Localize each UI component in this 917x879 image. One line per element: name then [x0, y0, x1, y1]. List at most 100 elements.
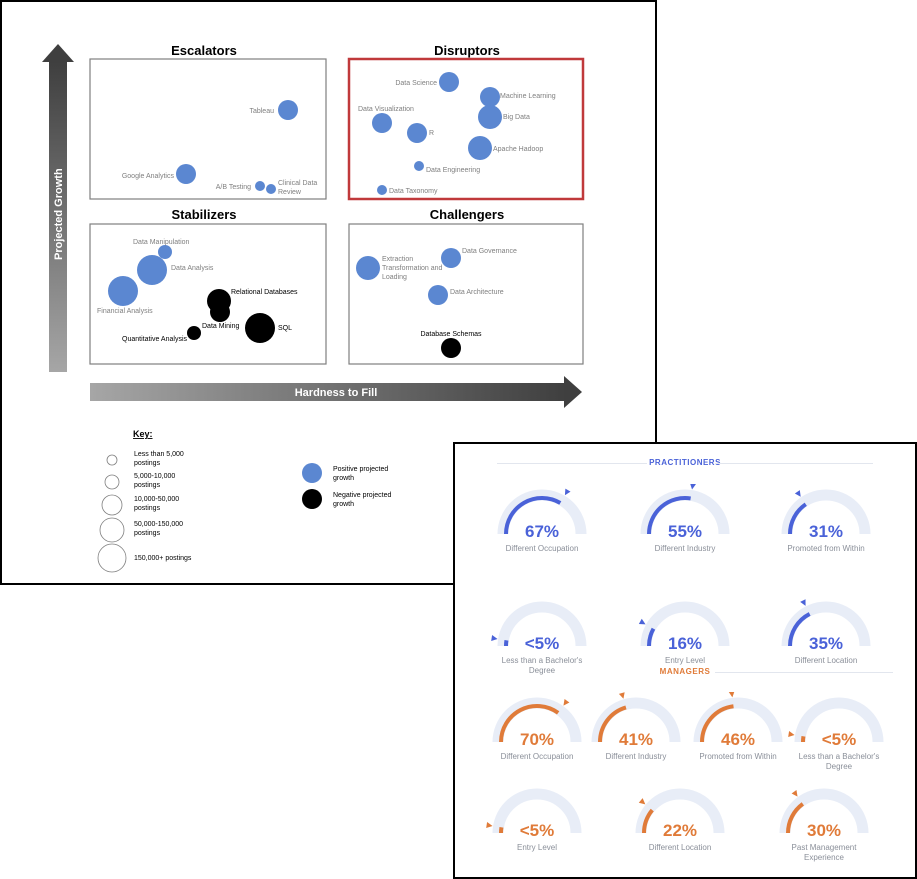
bubble-label-data-taxonomy: Data Taxonomy [389, 188, 438, 195]
bubble-label-relational-databases: Relational Databases [231, 289, 298, 296]
quadrant-title: Disruptors [434, 43, 500, 58]
section-title-managers: MANAGERS [659, 667, 711, 676]
gauge-track [781, 489, 871, 535]
gauge-label: Different Occupation [505, 544, 579, 553]
bubble-clinical-data-review [266, 184, 276, 194]
projected-growth-arrow: Projected Growth [42, 44, 74, 372]
gauge-fill [504, 496, 562, 535]
gauge-managers-different-industry: 41% Different Industry [581, 692, 691, 782]
key-size-circle [101, 494, 123, 516]
gauge-value: <5% [524, 634, 560, 653]
gauge-fill [788, 502, 807, 535]
gauge-dial [497, 488, 587, 535]
gauge-managers-different-occupation: 70%Different Occupation [482, 692, 592, 782]
divider [497, 463, 647, 464]
gauge-dial [635, 788, 725, 834]
hardness-to-fill-arrow: Hardness to Fill [90, 376, 582, 408]
bubble-google-analytics [176, 164, 196, 184]
gauge-dial [640, 484, 730, 535]
bubble-label-database-schemas: Database Schemas [420, 331, 482, 338]
gauge-managers-entry-level: <5% Entry Level [482, 783, 592, 873]
key-size-circle [97, 543, 127, 573]
bubble-label-data-engineering: Data Engineering [426, 167, 480, 174]
gauge-pointer [563, 698, 570, 706]
gauge-managers-past-management-experience: 30%Past Management Experience [769, 783, 879, 873]
gauge-track [591, 697, 681, 743]
bubble-tableau [278, 100, 298, 120]
gauge-pointer [794, 490, 801, 497]
gauge-label: Entry Level [664, 656, 706, 665]
quadrant-box [89, 58, 327, 200]
gauge-track [635, 788, 725, 834]
bubble-label-big-data: Big Data [503, 114, 530, 121]
gauge-practitioners-less-than-a-bachelor-s-degree: <5% Less than a Bachelor's Degree [487, 596, 597, 686]
gauge-fill [788, 612, 811, 647]
gauge-track [497, 601, 587, 647]
gauge-fill [598, 705, 627, 743]
bubble-financial-analysis [108, 276, 138, 306]
bubble-label-data-governance: Data Governance [462, 248, 517, 255]
gauge-value: 55% [667, 522, 703, 541]
gauge-pointer [564, 488, 571, 496]
gauge-track [781, 601, 871, 647]
bubble-label-data-visualization: Data Visualization [358, 106, 414, 113]
gauge-dial [591, 692, 681, 743]
gauge-dial [781, 599, 871, 647]
gauge-value: 67% [524, 522, 560, 541]
gauge-practitioners-entry-level: 16%Entry Level [630, 596, 740, 686]
bubble-label-sql: SQL [278, 325, 292, 332]
gauge-value: <5% [821, 730, 857, 749]
quadrant-box [347, 57, 585, 201]
bubble-data-visualization [372, 113, 392, 133]
divider [715, 463, 873, 464]
gauge-managers-less-than-a-bachelor-s-degree: <5% Less than a Bachelor's Degree [784, 692, 894, 782]
gauge-fill [642, 808, 654, 834]
gauge-label: Entry Level [516, 843, 558, 852]
gauge-label: Different Industry [605, 752, 667, 761]
bubble-apache-hadoop [468, 136, 492, 160]
gauge-practitioners-different-location: 35%Different Location [771, 596, 881, 686]
x-axis-label: Hardness to Fill [295, 387, 378, 399]
gauge-track [492, 697, 582, 743]
gauge-label: Less than a Bachelor's Degree [798, 752, 880, 771]
key-color-swatch [302, 463, 322, 483]
gauge-dial [486, 788, 582, 834]
gauge-practitioners-different-occupation: 67% Different Occupation [487, 484, 597, 574]
gauge-pointer [618, 692, 625, 699]
divider [715, 672, 873, 673]
quadrant-title: Stabilizers [171, 207, 236, 222]
bubble-label-data-analysis: Data Analysis [171, 265, 214, 272]
gauge-value: <5% [519, 821, 555, 840]
bubble-extraction-transformation-and-loading [356, 256, 380, 280]
gauge-fill [647, 496, 691, 535]
key-color-swatch [302, 489, 322, 509]
gauge-value: 35% [808, 634, 844, 653]
gauge-track [779, 788, 869, 834]
key-size-circle [99, 517, 125, 543]
gauge-label: Less than a Bachelor's Degree [501, 656, 583, 675]
gauge-track [640, 489, 730, 535]
key-title: Key: [133, 429, 153, 439]
gauge-value: 41% [618, 730, 654, 749]
quadrant-title: Escalators [171, 43, 237, 58]
bubble-data-taxonomy [377, 185, 387, 195]
key-size-circle [104, 474, 120, 490]
skills-quadrant-panel: Projected Growth Hardness to Fill Escala… [0, 0, 657, 585]
bubble-label-quantitative-analysis: Quantitative Analysis [122, 336, 187, 343]
gauge-track [794, 697, 884, 743]
gauge-label: Past Management Experience [791, 843, 857, 862]
bubble-data-analysis [137, 255, 167, 285]
bubble-quantitative-analysis [187, 326, 201, 340]
gauge-fill [700, 704, 734, 743]
bubble-label-r: R [429, 130, 434, 137]
gauge-label: Promoted from Within [787, 544, 865, 553]
gauge-value: 31% [808, 522, 844, 541]
